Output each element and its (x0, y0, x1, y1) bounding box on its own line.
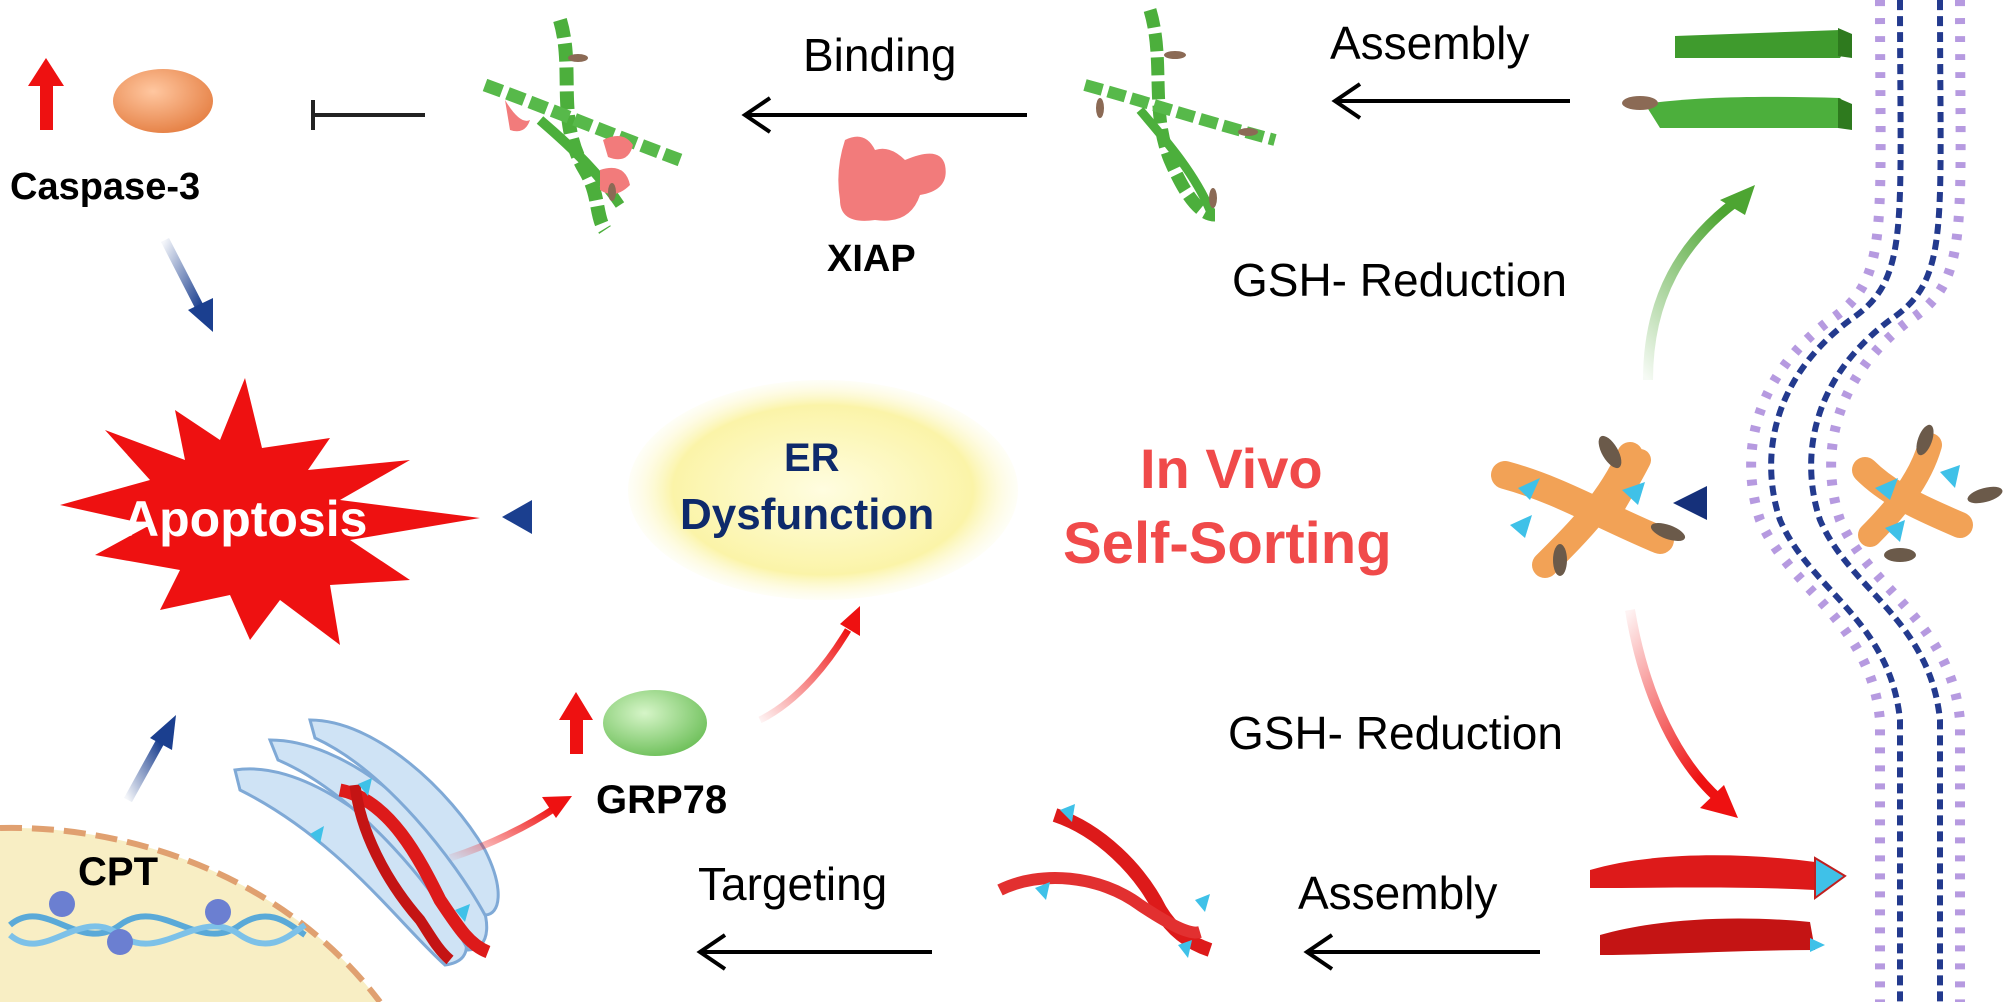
binding-arrow (741, 96, 1027, 134)
grp78-label: GRP78 (596, 778, 728, 822)
gsh-reduction-arrow-up (1643, 185, 1755, 381)
cpt-label: CPT (78, 850, 158, 894)
cpt-to-apoptosis-arrow (124, 715, 176, 803)
red-fiber-er (310, 778, 491, 965)
er-dysfunction-label-line2: Dysfunction (680, 490, 935, 539)
green-fiber-xiap-complex (482, 17, 683, 234)
orange-fiber-extracellular (1852, 424, 2003, 562)
in-vivo-title-line2: Self-Sorting (1063, 511, 1392, 576)
caspase-3-protein (113, 69, 213, 133)
assembly-arrow-bottom (1303, 933, 1540, 971)
er-to-grp78-arrow (448, 796, 572, 862)
green-fiber-network (1083, 8, 1277, 222)
er-dysfunction-label-line1: ER (784, 436, 840, 480)
er-dysfunction-glow (628, 380, 1018, 600)
orange-fiber-intracellular (1491, 435, 1686, 578)
grp78-to-er-arrow (758, 606, 860, 724)
dna-helix (8, 891, 307, 955)
in-vivo-title-line1: In Vivo (1140, 437, 1323, 500)
binding-label: Binding (803, 29, 957, 81)
nucleus (0, 827, 380, 1002)
gsh-reduction-arrow-down (1625, 609, 1738, 818)
targeting-arrow (696, 933, 932, 971)
grp78-protein (603, 690, 707, 756)
xiap-label: XIAP (827, 238, 916, 280)
red-fiber-twisted (997, 804, 1213, 958)
caspase-up-arrow-icon (28, 58, 64, 130)
apoptosis-label: Apoptosis (123, 491, 368, 547)
grp78-up-arrow-icon (559, 692, 593, 754)
green-ribbons (1622, 28, 1852, 130)
targeting-label: Targeting (698, 858, 888, 910)
assembly-bottom-label: Assembly (1298, 867, 1498, 919)
nuclear-envelope (0, 824, 383, 1002)
cell-membrane (1746, 0, 1966, 1002)
assembly-top-label: Assembly (1330, 17, 1530, 69)
red-ribbons (1590, 855, 1847, 955)
er-to-apoptosis-arrow (502, 500, 602, 534)
cell-entry-arrow (1673, 486, 1850, 520)
assembly-arrow-top (1331, 82, 1570, 120)
caspase-to-apoptosis-arrow (160, 237, 213, 332)
inhibition-bar-icon (311, 100, 425, 130)
apoptosis-burst (60, 378, 480, 645)
caspase-3-label: Caspase-3 (10, 166, 201, 208)
xiap-protein (838, 136, 946, 221)
gsh-reduction-top-label: GSH- Reduction (1232, 254, 1567, 306)
gsh-reduction-bottom-label: GSH- Reduction (1228, 707, 1563, 759)
